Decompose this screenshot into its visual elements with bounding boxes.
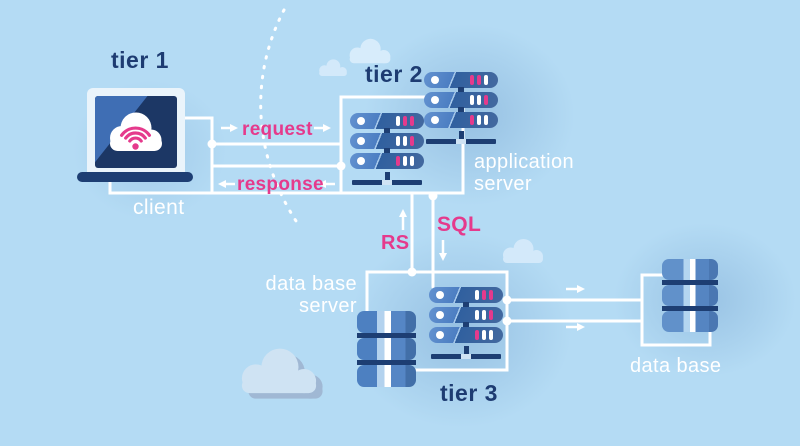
laptop-frame bbox=[87, 88, 185, 178]
cloud-icon bbox=[503, 239, 543, 263]
server-unit bbox=[350, 153, 424, 169]
junction-dot bbox=[336, 161, 346, 171]
response-label: response bbox=[237, 174, 324, 195]
junction-dot bbox=[502, 295, 512, 305]
rack-stand bbox=[384, 172, 390, 180]
database-server-line1: data base bbox=[265, 273, 357, 295]
server-unit bbox=[424, 72, 498, 93]
server-rack-icon bbox=[429, 287, 503, 359]
database-cylinder-icon bbox=[357, 311, 416, 387]
dashed-boundary-curve bbox=[259, 8, 300, 226]
tier2-box bbox=[339, 95, 465, 195]
server-unit bbox=[429, 307, 503, 328]
db-bracket-wire bbox=[640, 273, 712, 347]
rack-stand-bar bbox=[431, 354, 501, 359]
server-unit bbox=[429, 287, 503, 308]
rack-stand-bar bbox=[352, 180, 422, 185]
junction-dot bbox=[207, 139, 217, 149]
tier1-title: tier 1 bbox=[111, 47, 169, 73]
request-label: request bbox=[242, 119, 313, 140]
cloud-icon bbox=[319, 59, 347, 76]
junction-dot bbox=[407, 267, 417, 277]
client-wire-top bbox=[183, 116, 214, 195]
sql-label: SQL bbox=[437, 213, 482, 236]
client-label: client bbox=[133, 196, 185, 219]
database-server-line2: server bbox=[299, 295, 357, 317]
application-server-line1: application bbox=[474, 151, 575, 173]
tier3-title: tier 3 bbox=[440, 380, 498, 406]
junction-dot bbox=[428, 191, 438, 201]
rack-stand bbox=[458, 131, 464, 139]
tier2-title: tier 2 bbox=[365, 61, 423, 87]
rack-stand bbox=[463, 346, 469, 354]
application-server-line2: server bbox=[474, 173, 532, 195]
server-rack-icon bbox=[424, 72, 498, 144]
server-unit bbox=[350, 133, 424, 154]
server-unit bbox=[429, 327, 503, 343]
rack-stand-bar bbox=[426, 139, 496, 144]
database-cylinder-icon bbox=[662, 259, 718, 332]
junction-dot bbox=[502, 316, 512, 326]
cloud-icon bbox=[241, 348, 323, 399]
server-unit bbox=[350, 113, 424, 134]
server-unit bbox=[424, 92, 498, 113]
cloud-icon bbox=[349, 38, 391, 64]
database-server-label: data base server bbox=[248, 273, 357, 317]
server-unit bbox=[424, 112, 498, 128]
application-server-label: application server bbox=[474, 151, 574, 195]
laptop-screen bbox=[95, 96, 177, 168]
wifi-cloud-icon bbox=[110, 112, 162, 151]
laptop-base bbox=[77, 172, 193, 182]
rs-label: RS bbox=[381, 232, 410, 254]
server-rack-icon bbox=[350, 113, 424, 185]
database-label: data base bbox=[630, 355, 722, 377]
